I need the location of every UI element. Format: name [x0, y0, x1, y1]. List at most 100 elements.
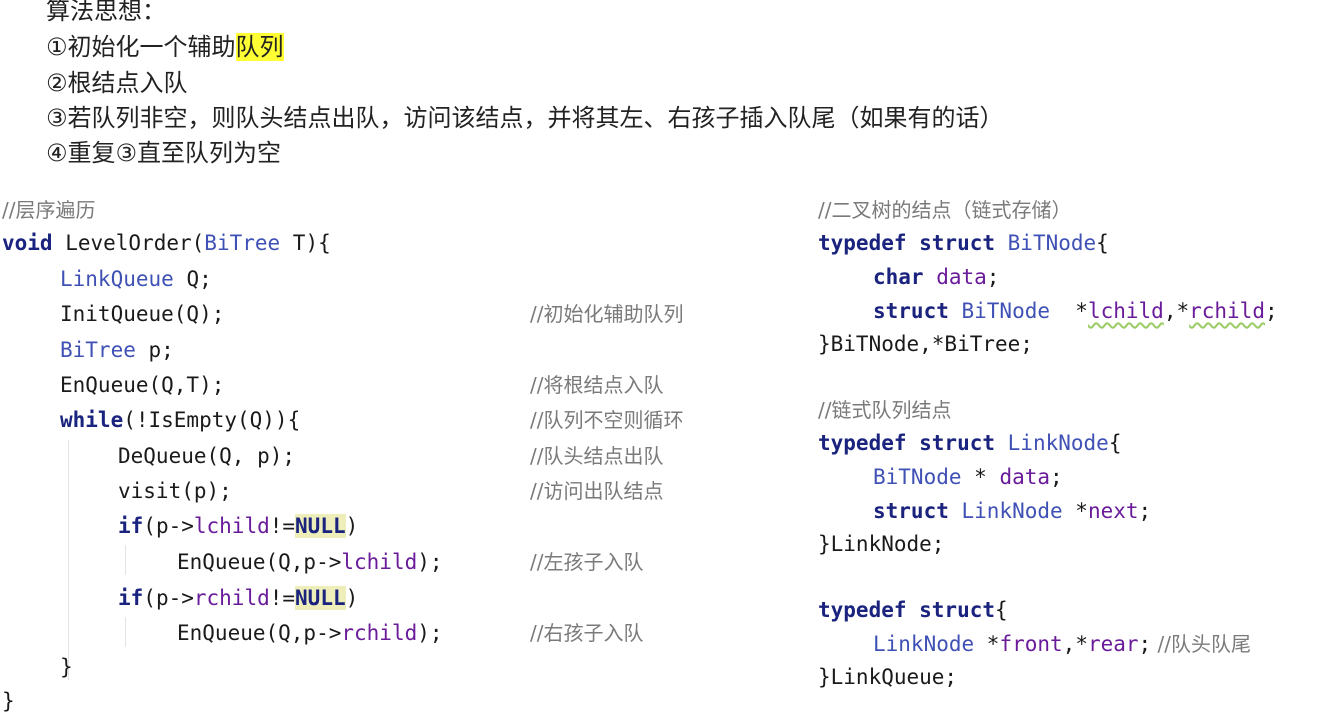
code-text: LevelOrder( [52, 231, 205, 255]
code-line: LinkNode *front,*rear; //队头队尾 [873, 629, 1251, 659]
code-line: }BiTNode,*BiTree; [818, 332, 1033, 356]
field-name: rchild [193, 586, 270, 610]
code-line: typedef struct{ [818, 595, 1008, 625]
code-text: * [1062, 499, 1088, 523]
code-line: typedef struct LinkNode{ [818, 428, 1121, 458]
code-text: Q; [173, 267, 212, 291]
keyword: struct [873, 499, 949, 523]
code-text: (p-> [143, 514, 194, 538]
field-name: rchild [1189, 299, 1265, 323]
type-name: BiTNode [995, 231, 1097, 255]
code-comment: //将根结点入队 [530, 373, 664, 397]
type-name: LinkQueue [60, 267, 174, 291]
code-line: }LinkNode; [818, 532, 945, 556]
code-text: * [961, 465, 1000, 489]
null-keyword: NULL [295, 514, 346, 538]
algorithm-step-2: ②根结点入队 [46, 69, 188, 97]
code-line: visit(p); [118, 479, 232, 503]
code-text: ; [1138, 632, 1152, 656]
type-name: LinkNode [995, 431, 1109, 455]
field-name: lchild [193, 514, 270, 538]
code-text: { [1096, 231, 1109, 255]
keyword: typedef struct [818, 231, 996, 255]
code-line: InitQueue(Q); [60, 302, 225, 326]
keyword: if [118, 514, 144, 538]
field-name: rchild [341, 621, 418, 645]
code-line: struct LinkNode *next; [873, 496, 1151, 526]
code-comment: //右孩子入队 [530, 621, 644, 645]
algorithm-heading: 算法思想： [46, 0, 166, 25]
code-text: ; [1138, 499, 1152, 523]
code-comment: //初始化辅助队列 [530, 302, 684, 326]
field-name: data [999, 465, 1051, 489]
code-line: if(p->lchild!=NULL) [118, 511, 358, 541]
code-line: char data; [873, 262, 999, 292]
code-text: p; [135, 338, 174, 362]
code-line: if(p->rchild!=NULL) [118, 583, 358, 613]
algorithm-step-3: ③若队列非空，则队头结点出队，访问该结点，并将其左、右孩子插入队尾（如果有的话） [46, 104, 1004, 132]
type-name: BiTNode [873, 465, 962, 489]
code-line: BiTNode * data; [873, 462, 1063, 492]
type-name: BiTree [204, 231, 281, 255]
code-line: EnQueue(Q,p->lchild); [177, 547, 443, 577]
code-text: ); [417, 621, 443, 645]
keyword: typedef struct [818, 598, 996, 622]
keyword: void [2, 231, 53, 255]
code-comment: //访问出队结点 [530, 479, 664, 503]
algorithm-step-4: ④重复③直至队列为空 [46, 139, 282, 167]
field-name: front [999, 632, 1063, 656]
type-name: BiTree [60, 338, 136, 362]
code-text: ,* [1163, 299, 1190, 323]
code-text: * [1050, 299, 1088, 323]
keyword: char [873, 265, 924, 289]
code-text: ; [1264, 299, 1278, 323]
code-line: EnQueue(Q,p->rchild); [177, 618, 443, 648]
code-text: ; [1050, 465, 1063, 489]
code-text: EnQueue(Q,p-> [177, 621, 342, 645]
code-text: * [974, 632, 1000, 656]
code-line: struct BiTNode *lchild,*rchild; [873, 296, 1278, 326]
indent-guide [125, 617, 126, 647]
code-line: while(!IsEmpty(Q)){ [60, 405, 300, 435]
code-comment: //二叉树的结点（链式存储） [818, 198, 1072, 222]
code-text: ) [345, 586, 359, 610]
code-text: ,* [1062, 632, 1088, 656]
code-line: DeQueue(Q, p); [118, 444, 296, 468]
code-line: }LinkQueue; [818, 665, 958, 689]
code-comment: //队头结点出队 [530, 444, 664, 468]
code-text: T){ [280, 231, 331, 255]
code-line: typedef struct BiTNode{ [818, 228, 1109, 258]
step-1-text: ①初始化一个辅助 [46, 33, 236, 61]
code-text: (p-> [143, 586, 194, 610]
code-comment: //队列不空则循环 [530, 408, 684, 432]
field-name: next [1087, 499, 1139, 523]
code-text: { [1108, 431, 1122, 455]
code-comment: //链式队列结点 [818, 398, 952, 422]
code-line: BiTree p; [60, 335, 174, 365]
type-name: BiTNode [948, 299, 1051, 323]
indent-guide [125, 545, 126, 575]
code-line: LinkQueue Q; [60, 264, 212, 294]
code-comment: //左孩子入队 [530, 550, 644, 574]
type-name: LinkNode [873, 632, 975, 656]
code-line: EnQueue(Q,T); [60, 373, 225, 397]
comment-level-order: //层序遍历 [2, 198, 96, 222]
code-text: { [995, 598, 1008, 622]
code-line: } [60, 655, 73, 679]
keyword: while [60, 408, 124, 432]
algorithm-step-1: ①初始化一个辅助队列 [46, 30, 284, 64]
code-text: ; [986, 265, 1000, 289]
keyword: if [118, 586, 144, 610]
code-text: ); [417, 550, 443, 574]
code-line-signature: void LevelOrder(BiTree T){ [2, 228, 331, 258]
field-name: lchild [341, 550, 418, 574]
code-comment: //队头队尾 [1151, 632, 1252, 656]
keyword: typedef struct [818, 431, 996, 455]
type-name: LinkNode [948, 499, 1063, 523]
null-keyword: NULL [295, 586, 346, 610]
code-line: } [2, 689, 15, 713]
field-name: lchild [1087, 299, 1164, 323]
step-1-highlight: 队列 [235, 33, 284, 61]
code-text: != [269, 586, 296, 610]
